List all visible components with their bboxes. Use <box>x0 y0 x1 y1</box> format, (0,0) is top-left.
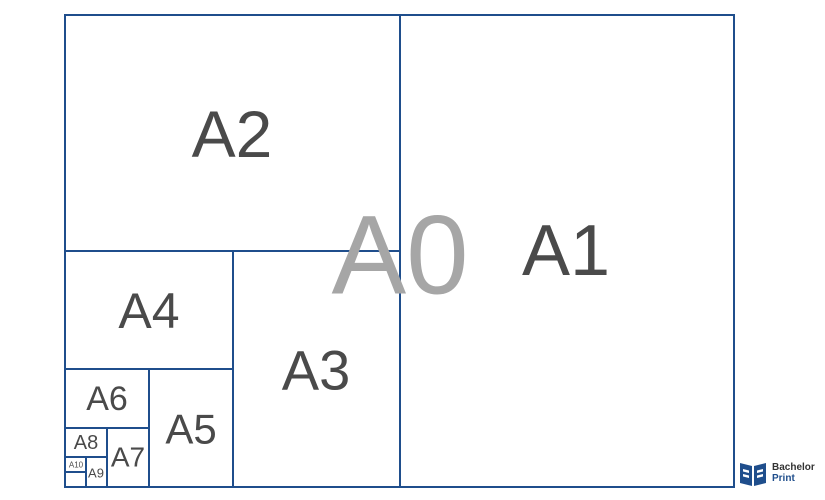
logo-text-print: Print <box>772 472 795 484</box>
label-a0: A0 <box>332 193 469 318</box>
label-a4: A4 <box>118 283 179 339</box>
label-a9: A9 <box>88 466 104 481</box>
label-a1: A1 <box>522 211 610 291</box>
label-a10: A10 <box>69 461 84 470</box>
label-a7: A7 <box>111 442 145 473</box>
book-logo-icon <box>740 463 766 486</box>
bachelorprint-logo: Bachelor Print <box>737 455 821 491</box>
label-a2: A2 <box>192 97 273 171</box>
label-a8: A8 <box>74 432 98 454</box>
label-a5: A5 <box>165 406 216 453</box>
label-a6: A6 <box>86 380 128 418</box>
label-a3: A3 <box>282 339 351 402</box>
logo-text-bachelor: Bachelor <box>772 461 815 473</box>
